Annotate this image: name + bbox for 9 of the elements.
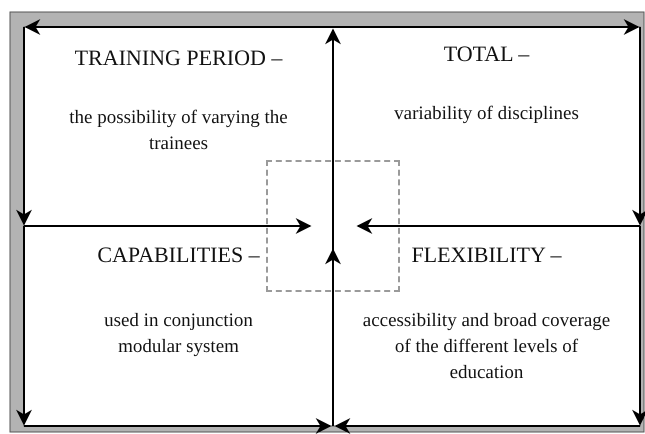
quadrant-heading: TOTAL –: [444, 41, 530, 67]
quadrant-description: used in conjunction modular system: [103, 309, 254, 359]
quadrant-description: the possibility of varying the trainees: [68, 106, 289, 156]
quadrant-heading: CAPABILITIES –: [97, 242, 260, 268]
quadrant-heading: TRAINING PERIOD –: [74, 45, 282, 71]
quadrant-description: accessibility and broad coverage of the different levels of education: [362, 309, 612, 385]
quadrant-description: variability of disciplines: [394, 102, 579, 126]
dashed-frame: [266, 160, 400, 292]
quadrant-heading: FLEXIBILITY –: [411, 242, 562, 268]
